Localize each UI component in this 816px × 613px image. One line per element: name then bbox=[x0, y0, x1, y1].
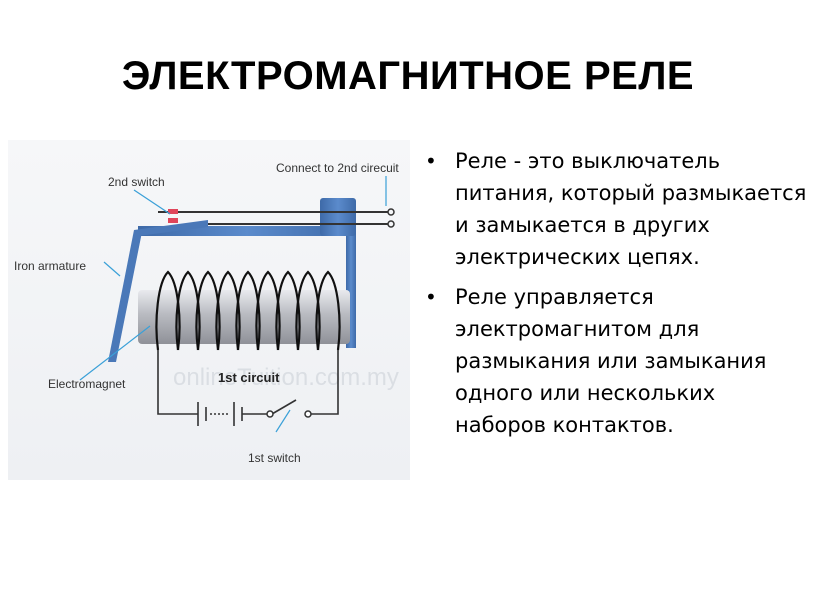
coil-windings bbox=[155, 270, 341, 351]
relay-frame-top bbox=[138, 226, 356, 236]
armature-arm bbox=[134, 220, 208, 236]
bullet-list: • Реле - это выключатель питания, которы… bbox=[425, 145, 810, 449]
relay-diagram: onlineTuition.com.my bbox=[8, 140, 410, 480]
iron-armature bbox=[108, 230, 142, 362]
contact-top bbox=[168, 209, 178, 214]
relay-diagram-svg: onlineTuition.com.my bbox=[8, 140, 410, 480]
bullet-item: • Реле - это выключатель питания, которы… bbox=[425, 145, 810, 273]
label-electromagnet: Electromagnet bbox=[48, 377, 126, 391]
label-1st-circuit: 1st circuit bbox=[218, 370, 280, 385]
switch-pivot bbox=[266, 410, 274, 418]
slide-title: ЭЛЕКТРОМАГНИТНОЕ РЕЛЕ bbox=[121, 54, 695, 98]
switch-terminal bbox=[304, 410, 312, 418]
pointer-lines bbox=[79, 176, 387, 433]
relay-contact-block bbox=[320, 198, 356, 236]
bullet-item: • Реле управляется электромагнитом для р… bbox=[425, 281, 810, 441]
label-iron-armature: Iron armature bbox=[14, 259, 86, 273]
contact-bottom bbox=[168, 218, 178, 223]
terminal-top bbox=[387, 208, 395, 216]
bullet-dot: • bbox=[425, 285, 437, 309]
terminal-bottom bbox=[387, 220, 395, 228]
watermark-text: onlineTuition.com.my bbox=[173, 364, 399, 391]
bullet-text: Реле управляется электромагнитом для раз… bbox=[455, 285, 767, 437]
bullet-dot: • bbox=[425, 149, 437, 173]
bullet-text: Реле - это выключатель питания, который … bbox=[455, 149, 807, 269]
first-circuit-wires bbox=[157, 350, 339, 426]
label-2nd-switch: 2nd switch bbox=[108, 175, 165, 189]
label-connect-2nd-circuit: Connect to 2nd cirecuit bbox=[276, 161, 399, 175]
label-1st-switch: 1st switch bbox=[248, 451, 301, 465]
relay-frame-post bbox=[346, 226, 356, 348]
